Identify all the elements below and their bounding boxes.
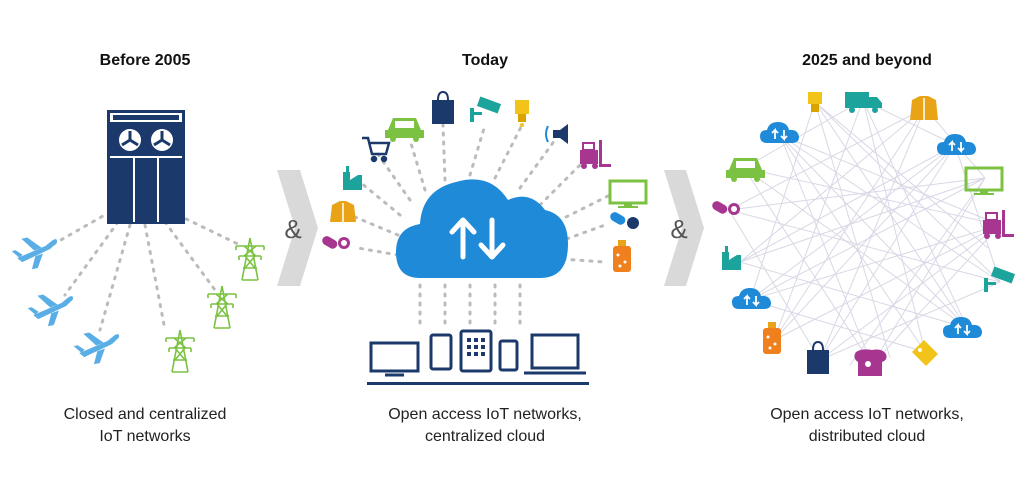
ampersand-connector-2: & [670,214,687,244]
light-bulb-icon [808,92,822,112]
devices-baseline [367,382,589,385]
pills-icon [712,201,740,215]
cctv-camera-icon [984,266,1016,292]
ampersand-connector-1: & [284,214,301,244]
tv-icon [369,341,420,377]
forklift-icon [580,140,611,169]
panel-before-2005 [9,110,265,373]
airplane-icon [25,288,78,330]
panel-title-before-2005: Before 2005 [99,52,191,69]
phone-icon [429,333,453,371]
cloud-icon [396,179,568,278]
connection-dots [50,210,242,332]
car-icon [385,118,424,142]
server-icon [107,110,185,224]
caption-today: Open access IoT networks, centralized cl… [335,404,635,448]
forklift-icon [983,210,1014,239]
pills-icon [322,236,350,249]
cloud-icon [936,133,977,156]
truck-icon [845,92,882,113]
monitor-icon [964,166,1004,195]
caption-line: IoT networks [99,428,191,445]
pills-icon [610,212,639,229]
devices-row [369,329,586,377]
tag-icon [912,340,938,366]
jacket-icon [910,96,938,120]
factory-icon [343,166,362,190]
panel-title-2025-and-beyond: 2025 and beyond [802,52,932,69]
shopping-bag-icon [432,90,454,124]
chevron-arrow-1: & [277,170,318,286]
caption-line: distributed cloud [808,428,926,445]
laptop-icon [524,333,586,375]
panel-2025-and-beyond [712,92,1016,376]
panel-title-today: Today [462,52,508,69]
panel-today [322,90,648,385]
power-tower-icon [207,285,237,329]
speaker-icon [545,124,568,144]
cctv-camera-icon [470,96,502,122]
bottle-icon [763,322,781,354]
power-tower-icon [165,329,195,373]
tablet-icon [459,329,493,373]
factory-icon [722,246,741,270]
cloud-icon [731,287,772,310]
airplane-icon [9,231,62,273]
shopping-bag-icon [807,340,829,374]
car-icon [726,158,765,182]
caption-before-2005: Closed and centralized IoT networks [0,404,295,448]
airplane-icon [71,326,124,368]
chevron-arrow-2: & [664,170,704,286]
jacket-icon [330,201,356,222]
cloud-icon [942,316,983,339]
bread-icon [854,349,887,376]
caption-2025-and-beyond: Open access IoT networks, distributed cl… [717,404,1017,448]
phone-icon [498,339,519,372]
caption-line: Open access IoT networks, [770,406,964,423]
light-bulb-icon [515,100,529,127]
shopping-cart-icon [362,136,391,163]
mesh-network-lines [728,99,1001,366]
cloud-icon [759,121,800,144]
power-tower-icon [235,237,265,281]
caption-line: centralized cloud [424,428,546,445]
bottle-icon [613,240,631,272]
monitor-icon [608,179,648,208]
caption-line: Open access IoT networks, [388,406,582,423]
caption-line: Closed and centralized [63,406,227,423]
